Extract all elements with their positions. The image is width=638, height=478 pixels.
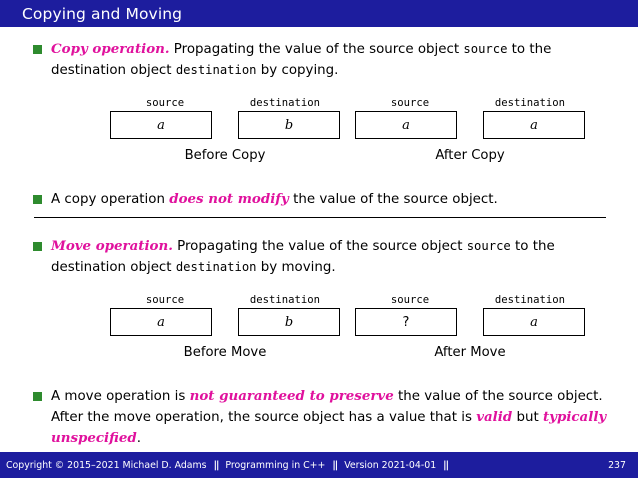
figure-move-before-caption: Before Move <box>183 345 267 360</box>
slide-title-bar: Copying and Moving <box>0 0 638 27</box>
bullet-square-icon <box>33 242 42 251</box>
box-source-value: a <box>355 111 457 139</box>
copy-operation-code-source: source <box>463 42 508 56</box>
move-note-part1: A move operation is <box>51 389 190 404</box>
move-note-part3: but <box>512 410 543 425</box>
figure-move-after-caption: After Move <box>434 345 506 360</box>
move-operation-code-destination: destination <box>175 260 257 274</box>
move-note-emphasis-2: valid <box>476 409 513 425</box>
copy-operation-part3: by copying. <box>256 63 339 78</box>
box-destination-value: a <box>483 111 585 139</box>
figure-copy-before-caption: Before Copy <box>184 148 266 163</box>
label-source: source <box>145 97 185 109</box>
move-operation-part1: Propagating the value of the source obje… <box>172 239 467 254</box>
figure-copy-before-labels: source destination <box>110 97 340 109</box>
figure-copy-after-boxes: a a <box>355 111 585 139</box>
bullet-move-operation: Move operation. Propagating the value of… <box>0 236 638 278</box>
copy-note-emphasis: does not modify <box>169 191 289 207</box>
move-note-emphasis-1: not guaranteed to preserve <box>189 388 394 404</box>
box-source-value: ? <box>355 308 457 336</box>
move-note-part2: the value of the source object. After th… <box>51 389 603 425</box>
figure-move-after: source destination ? a After Move <box>340 294 600 360</box>
copy-operation-lead: Copy operation. <box>51 41 170 57</box>
copy-note-part2: the value of the source object. <box>288 192 498 207</box>
box-destination-value: b <box>238 111 340 139</box>
footer-separator: || <box>443 459 449 471</box>
section-divider <box>34 217 606 218</box>
box-destination-value: b <box>238 308 340 336</box>
footer-course: Programming in C++ <box>225 459 326 471</box>
bullet-square-icon <box>33 195 42 204</box>
bullet-move-note-text: A move operation is not guaranteed to pr… <box>51 386 622 449</box>
footer-version: Version 2021-04-01 <box>344 459 437 471</box>
move-note-part4: . <box>136 431 142 446</box>
slide-body: Copy operation. Propagating the value of… <box>0 27 638 452</box>
figure-copy-after: source destination a a After Copy <box>340 97 600 163</box>
bullet-copy-note: A copy operation does not modify the val… <box>0 189 638 210</box>
box-source-value: a <box>110 111 212 139</box>
bullet-copy-operation-text: Copy operation. Propagating the value of… <box>51 39 622 81</box>
label-destination: destination <box>249 97 321 109</box>
move-operation-code-source: source <box>466 239 511 253</box>
box-source-value: a <box>110 308 212 336</box>
footer-left: Copyright © 2015–2021 Michael D. Adams |… <box>0 459 449 471</box>
label-destination: destination <box>494 294 566 306</box>
figure-move-before-labels: source destination <box>110 294 340 306</box>
footer-page-number: 237 <box>608 459 626 471</box>
move-operation-lead: Move operation. <box>51 238 173 254</box>
label-source: source <box>390 97 430 109</box>
figure-copy-before: source destination a b Before Copy <box>95 97 355 163</box>
figure-move-after-boxes: ? a <box>355 308 585 336</box>
figure-move-before: source destination a b Before Move <box>95 294 355 360</box>
move-note-emphasis-3: typically unspecified <box>51 409 607 446</box>
figure-copy-after-labels: source destination <box>355 97 585 109</box>
bullet-copy-operation: Copy operation. Propagating the value of… <box>0 39 638 81</box>
figure-copy-before-boxes: a b <box>110 111 340 139</box>
bullet-move-operation-text: Move operation. Propagating the value of… <box>51 236 622 278</box>
copy-operation-part2: to the destination object <box>51 42 552 78</box>
slide-footer: Copyright © 2015–2021 Michael D. Adams |… <box>0 452 638 478</box>
figure-move-after-labels: source destination <box>355 294 585 306</box>
label-source: source <box>390 294 430 306</box>
page-title: Copying and Moving <box>22 4 183 23</box>
move-operation-part2: to the destination object <box>51 239 555 275</box>
bullet-move-note: A move operation is not guaranteed to pr… <box>0 386 638 449</box>
footer-separator: || <box>332 459 338 471</box>
label-source: source <box>145 294 185 306</box>
bullet-square-icon <box>33 45 42 54</box>
bullet-square-icon <box>33 392 42 401</box>
move-operation-part3: by moving. <box>256 260 336 275</box>
box-destination-value: a <box>483 308 585 336</box>
copy-operation-code-destination: destination <box>175 63 257 77</box>
footer-separator: || <box>213 459 220 471</box>
copy-operation-part1: Propagating the value of the source obje… <box>169 42 464 57</box>
figure-move-before-boxes: a b <box>110 308 340 336</box>
label-destination: destination <box>494 97 566 109</box>
footer-copyright: Copyright © 2015–2021 Michael D. Adams <box>6 459 207 471</box>
figure-move: source destination a b Before Move sourc… <box>0 294 638 364</box>
bullet-copy-note-text: A copy operation does not modify the val… <box>51 189 498 210</box>
label-destination: destination <box>249 294 321 306</box>
figure-copy-after-caption: After Copy <box>435 148 505 163</box>
copy-note-part1: A copy operation <box>51 192 170 207</box>
figure-copy: source destination a b Before Copy sourc… <box>0 97 638 167</box>
